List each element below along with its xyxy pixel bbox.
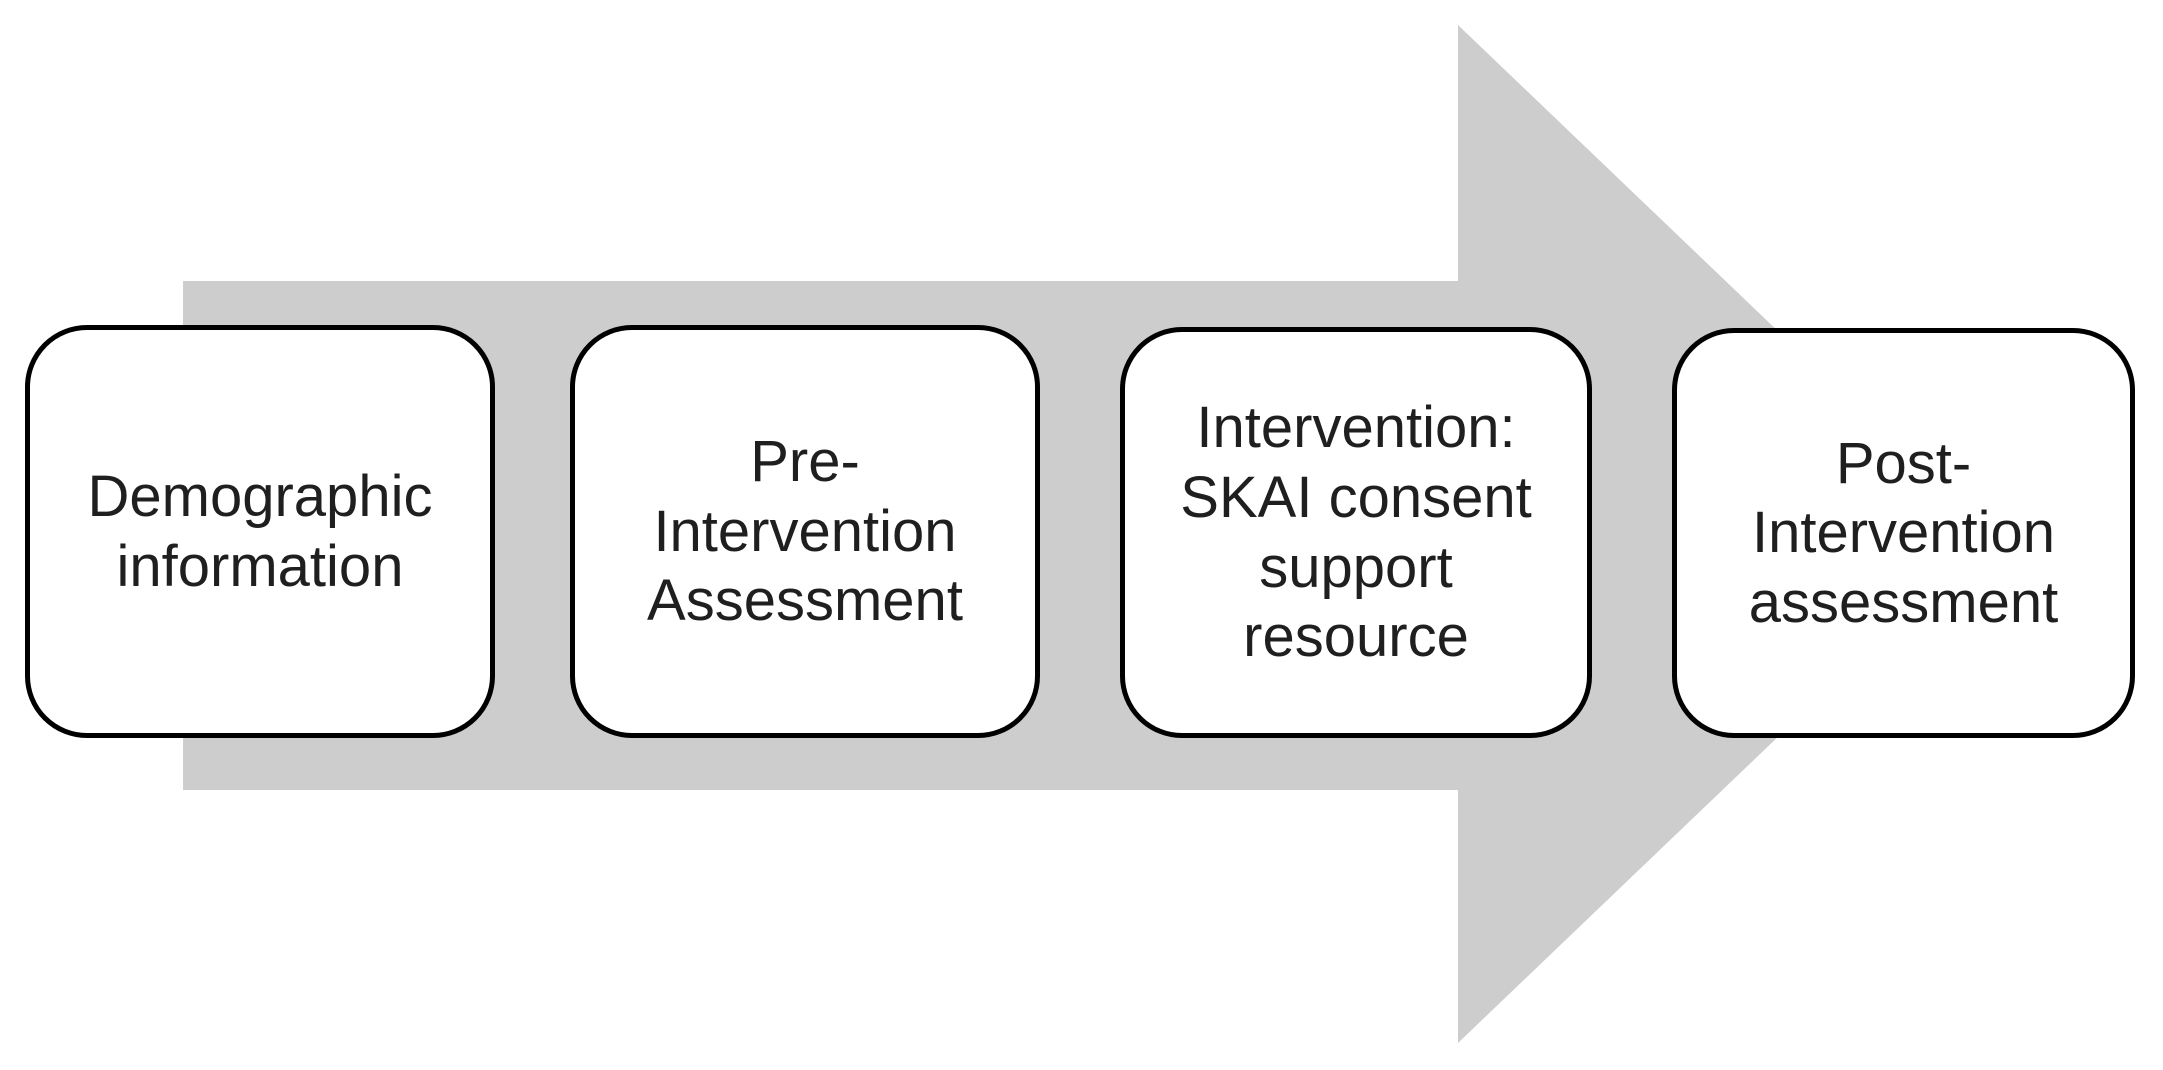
right-arrow-shape <box>183 25 1990 1043</box>
step-label: Demographic information <box>87 463 433 599</box>
step-box-intervention-skai-consent-support-resource: Intervention: SKAI consent support resou… <box>1120 327 1592 738</box>
step-box-pre-intervention-assessment: Pre- Intervention Assessment <box>570 325 1040 738</box>
step-box-demographic-information: Demographic information <box>25 325 495 738</box>
step-box-post-intervention-assessment: Post- Intervention assessment <box>1672 328 2135 738</box>
step-label: Post- Intervention assessment <box>1748 430 2059 635</box>
step-label: Intervention: SKAI consent support resou… <box>1180 395 1532 670</box>
step-label: Pre- Intervention Assessment <box>647 429 963 634</box>
